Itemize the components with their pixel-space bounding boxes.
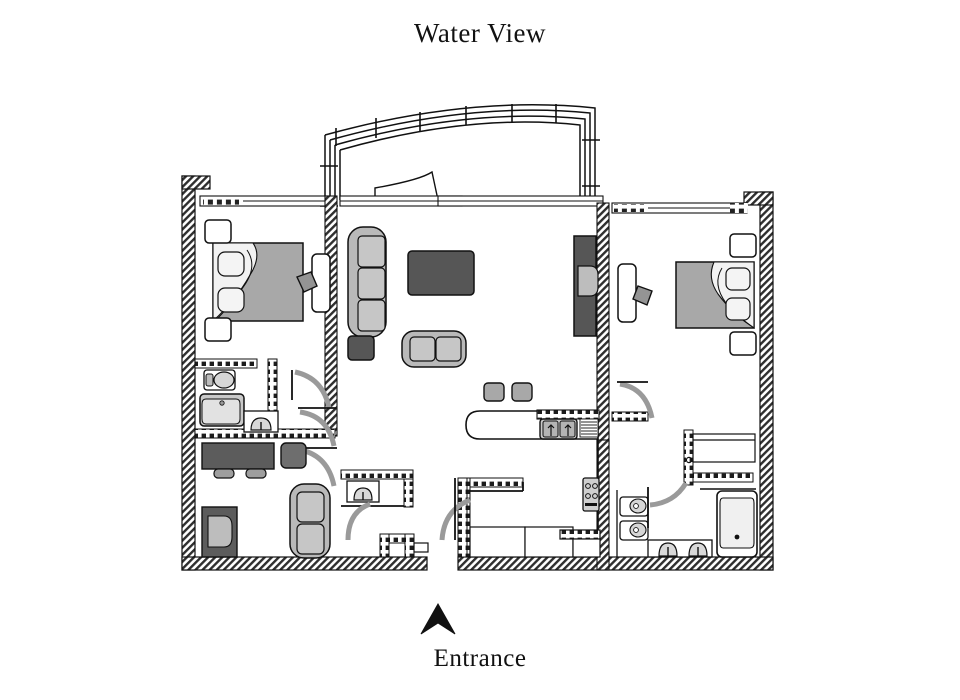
room-bathroom-right xyxy=(611,381,758,558)
door-swing-icon xyxy=(345,501,371,541)
bath-wall-stub xyxy=(611,411,649,422)
window-band-right xyxy=(611,202,748,214)
door-swing-icon xyxy=(619,381,655,419)
cooktop-icon xyxy=(582,477,600,512)
door-swing-icon xyxy=(294,369,332,409)
nightstand-icon xyxy=(729,233,757,258)
nightstand-icon xyxy=(204,317,232,342)
room-kitchen xyxy=(460,382,601,558)
door-swing-icon xyxy=(439,497,471,541)
room-living xyxy=(347,226,599,368)
desk-icon xyxy=(617,263,653,323)
balcony-door-swing-icon xyxy=(374,170,439,201)
window-band-left xyxy=(199,195,331,207)
powder-wall-vert xyxy=(403,478,414,508)
room-balcony xyxy=(320,104,600,207)
den-media-unit-icon xyxy=(201,506,238,558)
door-swing-icon xyxy=(649,481,689,508)
entrance-label: Entrance xyxy=(433,645,527,672)
sofa-icon xyxy=(347,226,387,338)
linen-closet-icon xyxy=(692,433,756,463)
loveseat-icon xyxy=(401,330,467,368)
bathroom-wall-top xyxy=(194,358,258,369)
room-bathroom-left xyxy=(194,358,337,487)
bar-stool-icon xyxy=(511,382,533,402)
bed-icon xyxy=(212,242,304,323)
nightstand-icon xyxy=(729,331,757,356)
desk-icon xyxy=(296,253,331,313)
room-den xyxy=(201,442,331,559)
cabinet-run-icon xyxy=(469,526,601,558)
den-cabinet-icon xyxy=(280,442,307,469)
page-title: Water View xyxy=(414,18,546,48)
exterior-walls xyxy=(181,175,774,571)
room-powder xyxy=(340,469,471,558)
bath-wall-horiz xyxy=(692,472,754,483)
side-table-icon xyxy=(347,335,375,361)
vanity-sink-icon xyxy=(243,410,279,433)
double-vanity-icon xyxy=(647,539,713,558)
nightstand-icon xyxy=(204,219,232,244)
door-swing-icon xyxy=(299,409,337,447)
coffee-table-icon xyxy=(407,250,475,296)
toilet-icon xyxy=(619,496,649,517)
toilet-icon xyxy=(203,369,236,391)
room-bedroom-right xyxy=(617,233,757,356)
bathtub-icon xyxy=(716,490,758,558)
powder-sink-icon xyxy=(346,480,380,503)
bathtub-icon xyxy=(199,393,245,427)
den-sofa-icon xyxy=(289,483,331,559)
powder-wall-top xyxy=(340,469,414,480)
foyer-walls xyxy=(379,477,468,558)
north-arrow-chevron-icon xyxy=(420,602,456,635)
den-desk-icon xyxy=(201,442,275,479)
media-console-icon xyxy=(573,235,599,337)
room-bedroom-left xyxy=(204,219,331,342)
bed-icon xyxy=(675,261,755,330)
bar-stool-icon xyxy=(483,382,505,402)
counter-run-icon xyxy=(536,409,600,420)
drainboard-icon xyxy=(579,418,599,438)
window-band-living xyxy=(339,195,604,207)
balcony-railing-icon xyxy=(324,104,596,200)
double-sink-icon xyxy=(539,418,578,440)
bidet-icon xyxy=(619,520,649,541)
